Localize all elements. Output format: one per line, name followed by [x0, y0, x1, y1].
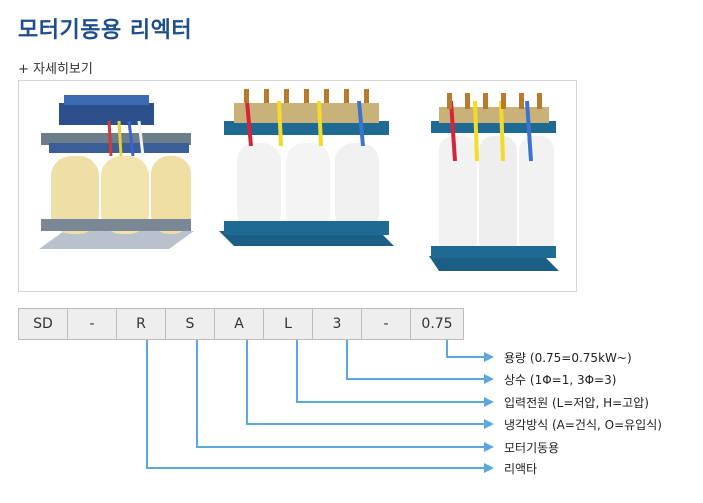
arrow-head — [484, 397, 494, 407]
leader-line-input-power — [296, 340, 484, 403]
legend-motor-start: 모터기동용 — [504, 441, 560, 455]
code-segment-dash: - — [68, 309, 117, 339]
product-image-panel — [18, 80, 577, 292]
code-segment-dash: - — [362, 309, 411, 339]
legend-reactor: 리액타 — [504, 462, 538, 476]
arrow-head — [484, 463, 494, 473]
legend-phase: 상수 (1Φ=1, 3Φ=3) — [504, 373, 617, 387]
legend-cooling: 냉각방식 (A=건식, O=유입식) — [504, 418, 662, 432]
code-segment-phase: 3 — [313, 309, 362, 339]
code-segment-cooling: A — [215, 309, 264, 339]
arrow-head — [484, 442, 494, 452]
code-segment-reactor: R — [117, 309, 166, 339]
arrow-head — [484, 374, 494, 384]
view-details-link[interactable]: + 자세히보기 — [18, 62, 93, 77]
code-segment-input-power: L — [264, 309, 313, 339]
arrow-head — [484, 419, 494, 429]
legend-capacity: 용량 (0.75=0.75kW~) — [504, 351, 632, 365]
code-segment-capacity: 0.75 — [411, 309, 463, 339]
legend-input-power: 입력전원 (L=저압, H=고압) — [504, 396, 649, 410]
leader-line-cooling — [246, 340, 484, 425]
reactor-image-three-phase-large — [219, 89, 394, 246]
code-segment-motor-start: S — [166, 309, 215, 339]
reactor-image-single-frame — [39, 95, 194, 249]
arrow-head — [484, 352, 494, 362]
leader-line-motor-start — [196, 340, 484, 448]
reactor-image-three-phase-tall — [429, 93, 559, 271]
leader-line-phase — [346, 340, 484, 380]
page-title: 모터기동용 리엑터 — [18, 18, 193, 43]
code-segment-series: SD — [19, 309, 68, 339]
leader-line-reactor — [146, 340, 484, 469]
model-code-row: SD - R S A L 3 - 0.75 — [18, 308, 464, 340]
leader-line-capacity — [446, 340, 484, 358]
